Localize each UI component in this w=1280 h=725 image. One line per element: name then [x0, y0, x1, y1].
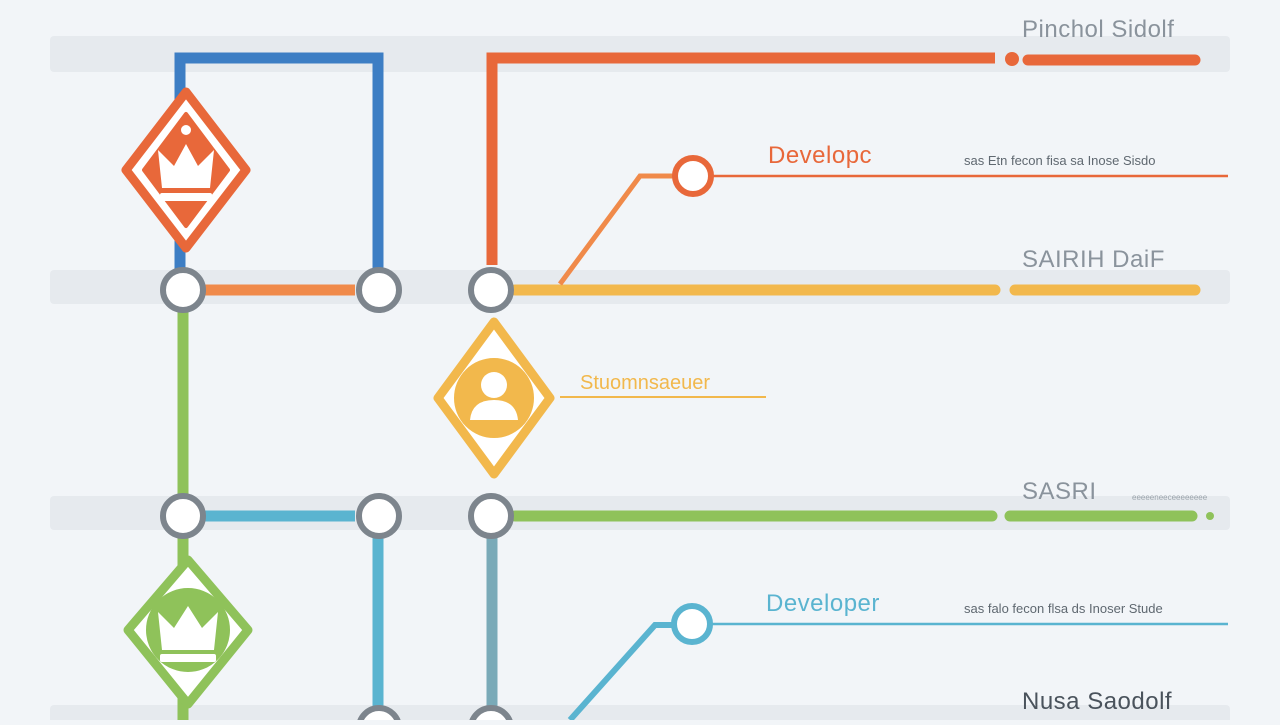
- branch-lines: [557, 173, 1228, 723]
- orange-route-line: [486, 52, 995, 265]
- node-left-bottom[interactable]: [356, 705, 402, 725]
- developer-bottom-label: Developer: [766, 590, 880, 617]
- footer-right-label: Nusa Saodolf: [1022, 688, 1173, 715]
- node-developer-bottom[interactable]: [671, 603, 713, 645]
- mid-right-label: SAIRIH DaiF: [1022, 246, 1165, 273]
- student-label: Stuomnsaeuer: [580, 372, 711, 394]
- node-left-mid-right[interactable]: [356, 267, 402, 313]
- right-column-lines: [486, 52, 1201, 720]
- lower-right-label: SASRI: [1022, 478, 1097, 505]
- node-developer-top[interactable]: [672, 155, 714, 197]
- top-left-badge: [121, 87, 251, 253]
- route-nodes: [160, 155, 714, 725]
- green-dot: [1206, 512, 1214, 520]
- crown-icon: [158, 571, 218, 693]
- crown-icon: [158, 125, 214, 201]
- node-right-bottom[interactable]: [468, 705, 514, 725]
- node-left-lower-right[interactable]: [356, 493, 402, 539]
- middle-badge: [433, 317, 555, 479]
- node-left-mid[interactable]: [160, 267, 206, 313]
- node-right-lower[interactable]: [468, 493, 514, 539]
- orange-dot: [1005, 52, 1019, 66]
- node-right-mid[interactable]: [468, 267, 514, 313]
- developer-top-label: Developc: [768, 142, 873, 169]
- bottom-left-badge: [123, 555, 253, 709]
- developer-top-branch: [557, 173, 676, 286]
- developer-bottom-caption: sas falo fecon flsa ds Inoser Stude: [964, 601, 1163, 616]
- lower-right-tiny-text: eeeeeneeceeeeeeee: [1132, 493, 1208, 502]
- person-icon: [470, 372, 518, 420]
- header-right-label: Pinchol Sidolf: [1022, 16, 1175, 43]
- developer-top-caption: sas Etn fecon fisa sa Inose Sisdo: [964, 153, 1156, 168]
- node-left-lower[interactable]: [160, 493, 206, 539]
- badge-dot: [491, 457, 497, 463]
- developer-bottom-branch: [567, 622, 672, 723]
